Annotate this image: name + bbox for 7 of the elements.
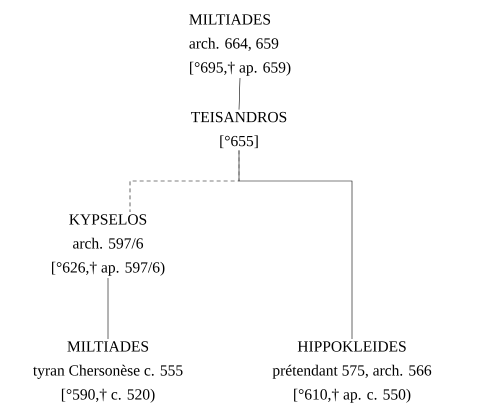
connector-line — [238, 78, 240, 110]
person-entry: HIPPOKLEIDES prétendant 575, arch. 566 [°610,† ap. c. 550) — [272, 341, 432, 403]
person-entry: MILTIADES arch. 664, 659 [°695,† ap. 659) — [189, 14, 290, 76]
person-entry: TEISANDROS [°655] — [191, 112, 286, 148]
connector-line — [238, 150, 352, 340]
person-entry: MILTIADES tyran Chersonèse c. 555 [°590,† c. 520) — [33, 341, 182, 403]
person-entry: KYPSELOS arch. 597/6 [°626,† ap. 597/6) — [52, 214, 164, 276]
